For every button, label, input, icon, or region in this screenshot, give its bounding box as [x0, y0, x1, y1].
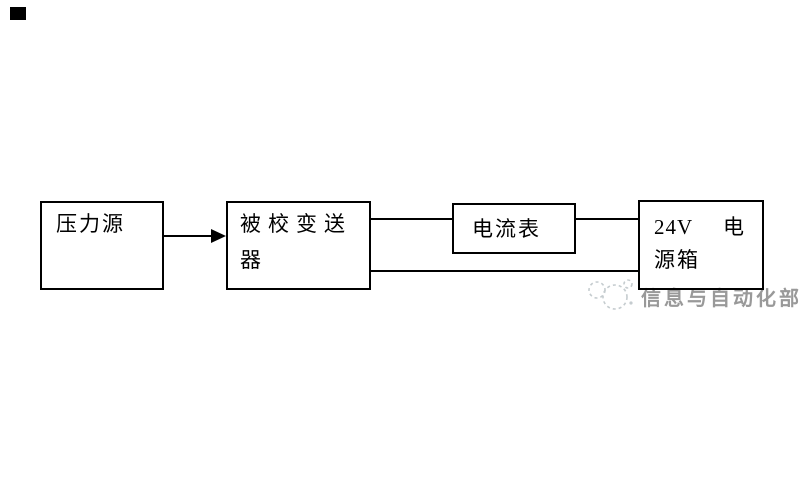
connector-pressure-to-transmitter: [163, 235, 213, 237]
node-transmitter-under-calibration: 被校变送 器: [226, 201, 371, 290]
node-power-box-label-char: 电: [723, 215, 745, 239]
node-power-box-voltage: 24V: [654, 215, 694, 239]
node-ammeter-label: 电流表: [472, 217, 541, 241]
connector-ammeter-to-powerbox: [575, 218, 639, 220]
node-24v-power-box: 24V 电 源箱: [638, 200, 764, 290]
corner-mark: [10, 7, 26, 20]
node-pressure-source-label: 压力源: [56, 212, 125, 236]
connector-transmitter-to-ammeter: [370, 218, 453, 220]
connector-transmitter-to-powerbox: [370, 270, 639, 272]
node-ammeter: 电流表: [452, 203, 576, 254]
node-pressure-source: 压力源: [40, 201, 164, 290]
watermark-logo-icon: [588, 279, 633, 310]
node-transmitter-label-line1: 被校变送: [240, 212, 352, 236]
watermark-text: 信息与自动化部: [641, 288, 800, 310]
arrowhead-icon: [211, 229, 226, 243]
node-power-box-label-line2: 源箱: [654, 248, 700, 272]
node-power-box-label-line1: 24V 电: [654, 211, 745, 244]
node-transmitter-label-line2: 器: [240, 248, 268, 272]
